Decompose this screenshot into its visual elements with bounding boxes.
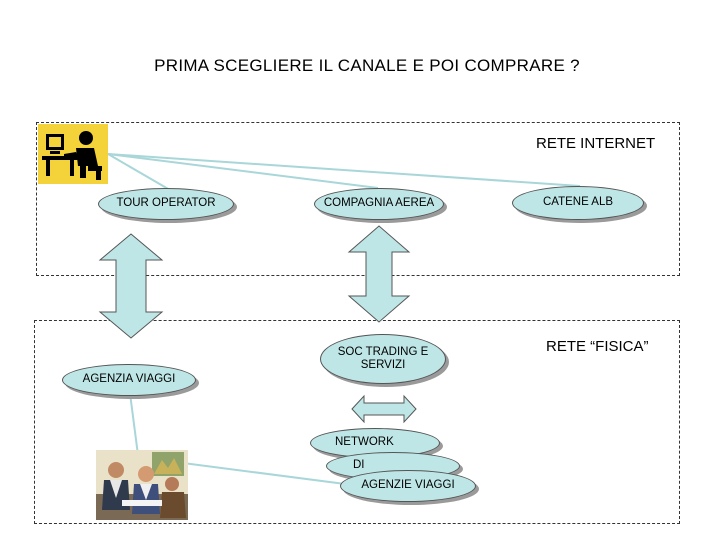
internet-zone: [36, 122, 680, 276]
link-internet-tour-operator: [107, 153, 171, 191]
page-title: PRIMA SCEGLIERE IL CANALE E POI COMPRARE…: [154, 56, 580, 75]
double-arrow-small: [351, 394, 417, 424]
link-internet-compagnia-aerea: [107, 153, 379, 189]
soc-trading-node: SOC TRADING E SERVIZI: [320, 334, 446, 384]
computer-user-icon: [38, 124, 108, 189]
agenzia-viaggi-node: AGENZIA VIAGGI: [62, 364, 196, 396]
physical-network-zone: [34, 320, 680, 524]
double-arrow-center: [347, 225, 411, 323]
catene-alb-node: CATENE ALB: [512, 186, 644, 220]
double-arrow-left: [98, 233, 164, 339]
compagnia-aerea-node: COMPAGNIA AEREA: [314, 188, 444, 220]
meeting-people-icon: [96, 450, 188, 525]
link-internet-catene-alb: [107, 153, 581, 187]
physical-zone-label: RETE “FISICA”: [546, 338, 649, 355]
internet-zone-label: RETE INTERNET: [536, 135, 656, 152]
tour-operator-node: TOUR OPERATOR: [98, 188, 234, 220]
agenzie-viaggi-node: AGENZIE VIAGGI: [340, 470, 476, 502]
link-meeting-network: [159, 459, 346, 485]
